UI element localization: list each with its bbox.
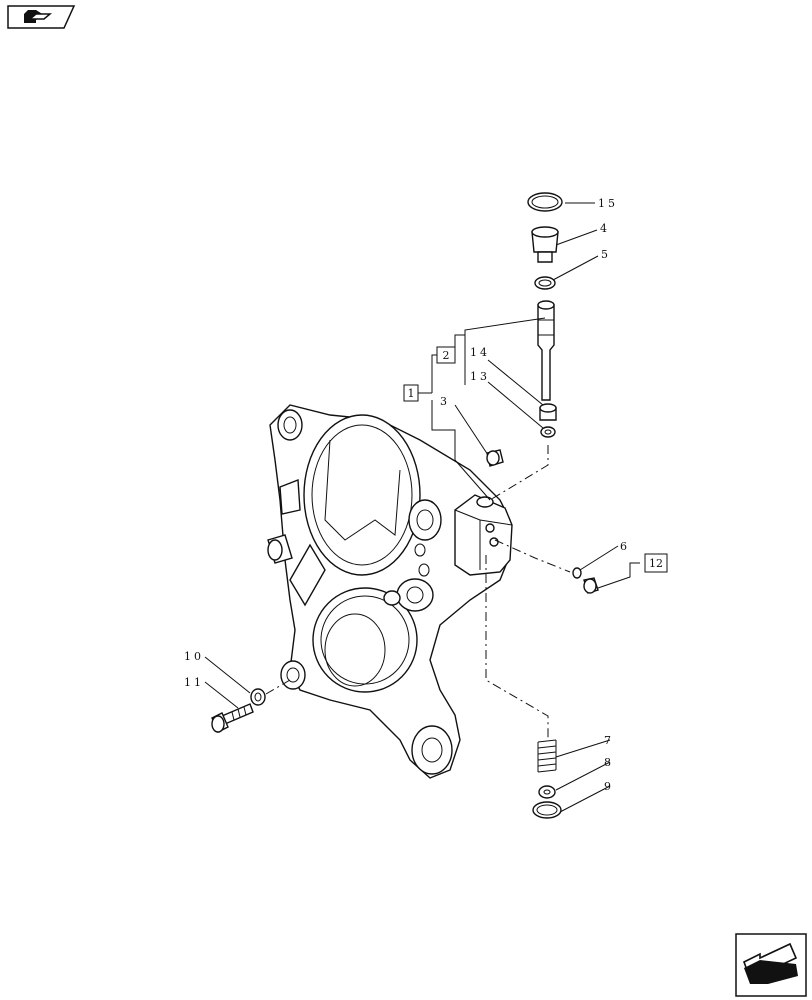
part-7-spring xyxy=(537,739,557,773)
callout-box-2: 2 xyxy=(436,346,456,364)
gear-housing xyxy=(267,404,513,779)
callout-15-label: 15 xyxy=(598,197,618,210)
part-11-bolt xyxy=(211,703,254,733)
part-6-plug-with-o-ring xyxy=(572,567,599,594)
part-14-sleeve xyxy=(539,403,557,421)
callout-box-1: 1 xyxy=(403,384,419,402)
callout-12-label: 12 xyxy=(649,557,663,570)
callout-11-label: 11 xyxy=(184,676,204,689)
callout-8-label: 8 xyxy=(604,756,614,769)
part-13-washer xyxy=(540,426,556,438)
valve-spool xyxy=(537,300,555,401)
callout-6-label: 6 xyxy=(620,540,630,553)
part-4-plug xyxy=(531,226,559,263)
callout-box-12: 12 xyxy=(644,553,668,573)
part-9-circlip xyxy=(532,801,562,819)
part-10-washer xyxy=(250,688,266,706)
callout-9-label: 9 xyxy=(604,780,614,793)
callout-4-label: 4 xyxy=(600,222,610,235)
callout-2-label: 2 xyxy=(443,349,450,362)
callout-10-label: 10 xyxy=(184,650,204,663)
callout-14-label: 14 xyxy=(470,346,490,359)
callout-13-label: 13 xyxy=(470,370,490,383)
next-page-arrow-icon[interactable] xyxy=(735,933,807,997)
callout-1-label: 1 xyxy=(408,387,415,400)
book-navigation-icon[interactable] xyxy=(7,5,76,29)
part-3-dowel xyxy=(486,449,504,467)
part-15-snap-ring xyxy=(527,192,563,212)
callout-3-label: 3 xyxy=(440,395,450,408)
callout-5-label: 5 xyxy=(601,248,611,261)
part-5-o-ring xyxy=(534,276,556,290)
assembly-center-lines xyxy=(265,445,571,738)
callout-7-label: 7 xyxy=(604,734,614,747)
part-8-pin xyxy=(538,785,556,799)
